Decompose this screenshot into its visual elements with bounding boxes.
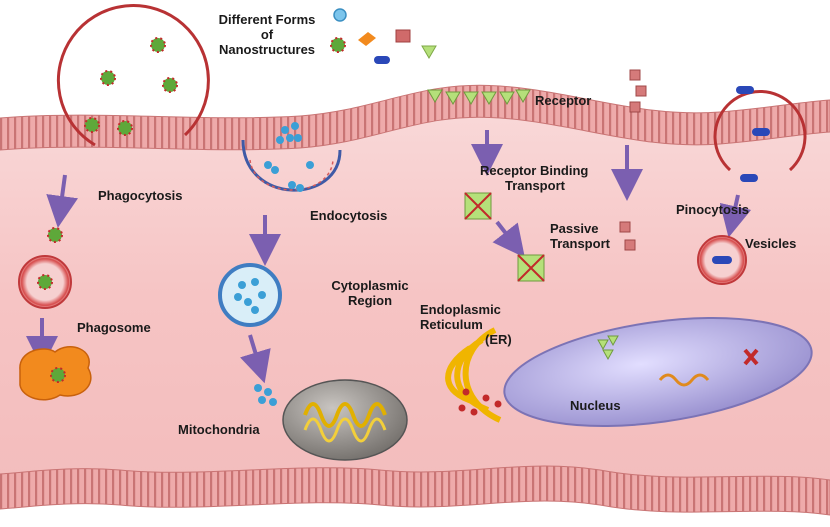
label-endocytosis: Endocytosis bbox=[310, 208, 388, 223]
nucleus bbox=[503, 316, 813, 428]
label-different-forms: Different Forms of Nanostructures bbox=[208, 12, 326, 57]
label-er-line3: (ER) bbox=[485, 332, 512, 347]
nanostructure-forms bbox=[330, 8, 437, 64]
label-cytoplasmic-line1: Cytoplasmic bbox=[331, 278, 409, 293]
label-receptor: Receptor bbox=[535, 93, 592, 108]
label-cytoplasmic-line2: Region bbox=[347, 293, 393, 308]
receptor-complex-2 bbox=[517, 254, 545, 282]
label-vesicles: Vesicles bbox=[745, 236, 797, 251]
passive-particles bbox=[619, 69, 647, 251]
label-receptor-binding: Receptor Binding Transport bbox=[480, 163, 588, 193]
endocytosis-nanoparticles bbox=[264, 122, 314, 192]
pinocytosis-rods bbox=[736, 86, 770, 182]
endoplasmic-reticulum bbox=[445, 327, 502, 423]
cytoplasm-region bbox=[0, 111, 830, 481]
endosome bbox=[218, 263, 282, 327]
label-er-line2: Reticulum bbox=[420, 317, 483, 332]
phagocytosis-arc bbox=[56, 4, 210, 147]
label-pinocytosis: Pinocytosis bbox=[676, 202, 749, 217]
label-different-forms-line2: of bbox=[260, 27, 274, 42]
released-nanoparticles bbox=[254, 384, 277, 406]
label-passive-line2: Transport bbox=[550, 236, 610, 251]
label-receptor-binding-line2: Transport bbox=[505, 178, 565, 193]
phagocytosis-arrow bbox=[46, 174, 78, 228]
label-nucleus: Nucleus bbox=[570, 398, 621, 413]
label-different-forms-line3: Nanostructures bbox=[218, 42, 316, 57]
bottom-membrane bbox=[0, 465, 830, 516]
label-passive-line1: Passive bbox=[550, 221, 599, 236]
top-membrane bbox=[0, 84, 830, 151]
label-phagocytosis: Phagocytosis bbox=[98, 188, 183, 203]
pinocytosis-arrow bbox=[719, 194, 752, 238]
label-different-forms-line1: Different Forms bbox=[218, 12, 316, 27]
phagocytosis-nanoparticles bbox=[84, 37, 178, 136]
label-receptor-binding-line1: Receptor Binding bbox=[480, 163, 589, 178]
receptor-transport-arrow bbox=[492, 220, 525, 258]
free-nanoparticle bbox=[47, 227, 63, 243]
chromosome bbox=[743, 348, 759, 366]
dna-strand bbox=[658, 373, 710, 387]
receptor-cluster bbox=[427, 89, 531, 105]
label-passive-transport: Passive Transport bbox=[550, 221, 610, 251]
pinocytosis-arc bbox=[713, 90, 807, 172]
label-phagosome: Phagosome bbox=[77, 320, 151, 335]
label-endoplasmic-reticulum: Endoplasmic Reticulum (ER) bbox=[420, 302, 512, 347]
mitochondria-arrow bbox=[240, 334, 271, 384]
label-cytoplasmic-region: Cytoplasmic Region bbox=[325, 278, 415, 308]
nucleus-receptor-complex bbox=[597, 335, 619, 361]
label-mitochondria: Mitochondria bbox=[178, 422, 260, 437]
receptor-complex-1 bbox=[464, 192, 492, 220]
label-er-line1: Endoplasmic bbox=[420, 302, 501, 317]
